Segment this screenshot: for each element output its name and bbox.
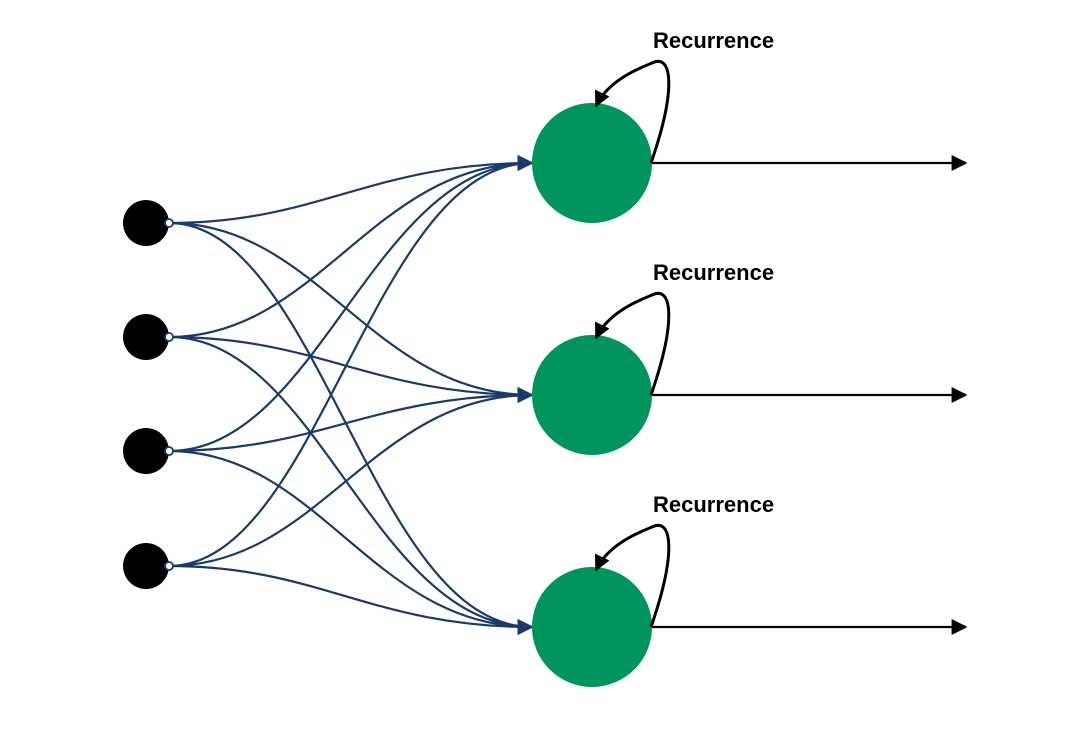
input-port-4: [164, 561, 174, 571]
connection-in3-out1: [168, 155, 534, 453]
output-node-3: [532, 567, 652, 687]
input-node-1: [123, 200, 169, 246]
connection-in4-out1: [168, 155, 534, 568]
connection-layer: [168, 155, 534, 635]
input-node-4: [123, 543, 169, 589]
recurrence-loop-2: [594, 291, 671, 396]
input-node-2: [123, 314, 169, 360]
input-port-1: [164, 218, 174, 228]
connection-in1-out1: [168, 155, 534, 225]
input-node-3: [123, 428, 169, 474]
recurrence-label-3: Recurrence: [653, 492, 774, 517]
connection-in2-out1: [168, 155, 534, 339]
recurrence-label-1: Recurrence: [653, 28, 774, 53]
connection-in1-out2: [168, 221, 534, 403]
input-layer: [123, 200, 174, 589]
connection-in2-out3: [168, 335, 534, 635]
output-node-2: [532, 335, 652, 455]
input-port-2: [164, 332, 174, 342]
connection-in3-out2: [168, 387, 534, 453]
output-node-1: [532, 103, 652, 223]
recurrence-label-2: Recurrence: [653, 260, 774, 285]
connection-in4-out3: [168, 564, 534, 635]
connection-in3-out3: [168, 449, 534, 635]
connection-in2-out2: [168, 335, 534, 403]
connection-in4-out2: [168, 387, 534, 568]
recurrence-loop-1: [594, 59, 671, 164]
recurrence-loop-3: [594, 523, 671, 628]
input-port-3: [164, 446, 174, 456]
connection-in1-out3: [168, 221, 534, 635]
